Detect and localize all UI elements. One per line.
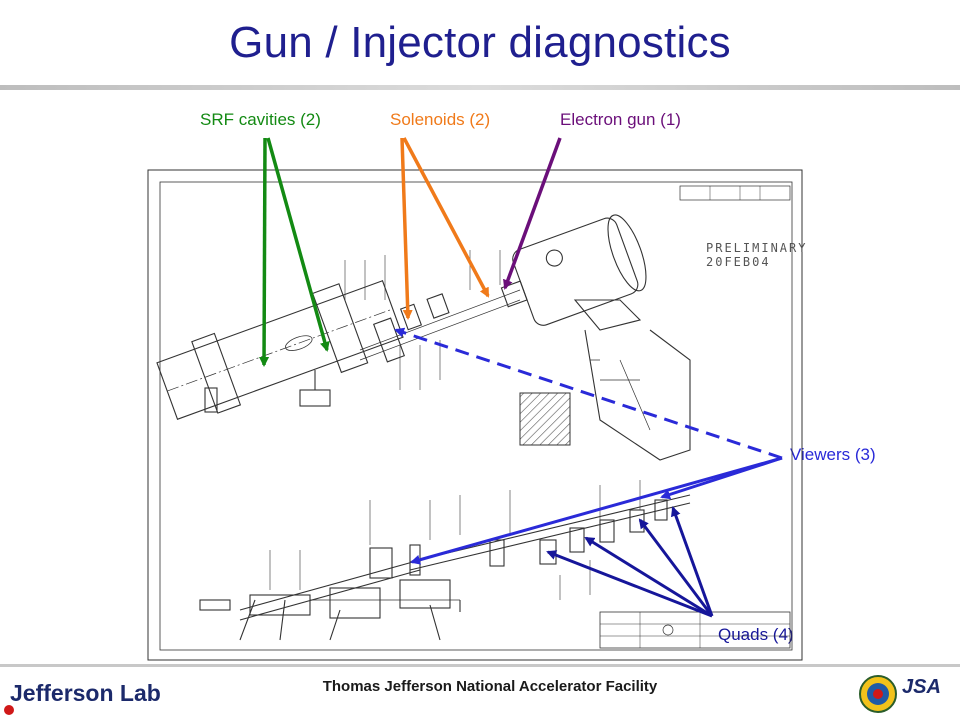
lower-beamline [199,480,691,641]
arrow-quad-3 [638,518,714,617]
slide-title: Gun / Injector diagnostics [229,18,731,67]
jsa-logo: JSA [902,676,941,698]
arrow-solenoid-2 [402,137,490,298]
jefferson-lab-logo-mark [4,705,14,715]
footer-bar [0,664,960,723]
arrow-quad-1 [546,550,713,618]
drawing-frame [147,169,803,661]
arrow-gun [503,137,562,290]
arrow-viewer-dashed [394,327,783,460]
electron-gun-arrow [503,137,562,290]
stamp-preliminary: PRELIMINARY [706,241,807,255]
title-divider [0,85,960,90]
quad-arrows [546,506,714,618]
arrow-quad-4 [671,506,714,617]
upper-beamline [156,214,691,461]
viewer-arrows [394,327,783,565]
arrow-srf-2 [266,137,330,352]
arrow-solenoid-1 [400,137,413,320]
callout-srf-cavities: SRF cavities (2) [200,110,321,129]
facility-name: Thomas Jefferson National Accelerator Fa… [322,678,658,695]
callout-viewers: Viewers (3) [790,445,876,464]
doe-seal-icon [859,675,897,713]
jefferson-lab-logo: Jefferson Lab [10,680,161,706]
hatched-support-block [519,392,571,446]
arrow-viewer-right [660,456,783,500]
arrow-viewer-lower [410,456,783,565]
callout-electron-gun: Electron gun (1) [560,110,681,129]
injector-engineering-drawing: PRELIMINARY 20FEB04 [147,137,807,661]
srf-cavity-arrows [259,137,330,367]
solenoid-arrows [400,137,490,320]
callout-quads: Quads (4) [718,625,794,644]
stamp-date: 20FEB04 [706,255,771,269]
arrow-srf-1 [259,137,270,367]
callout-solenoids: Solenoids (2) [390,110,491,129]
arrow-quad-2 [584,536,713,618]
